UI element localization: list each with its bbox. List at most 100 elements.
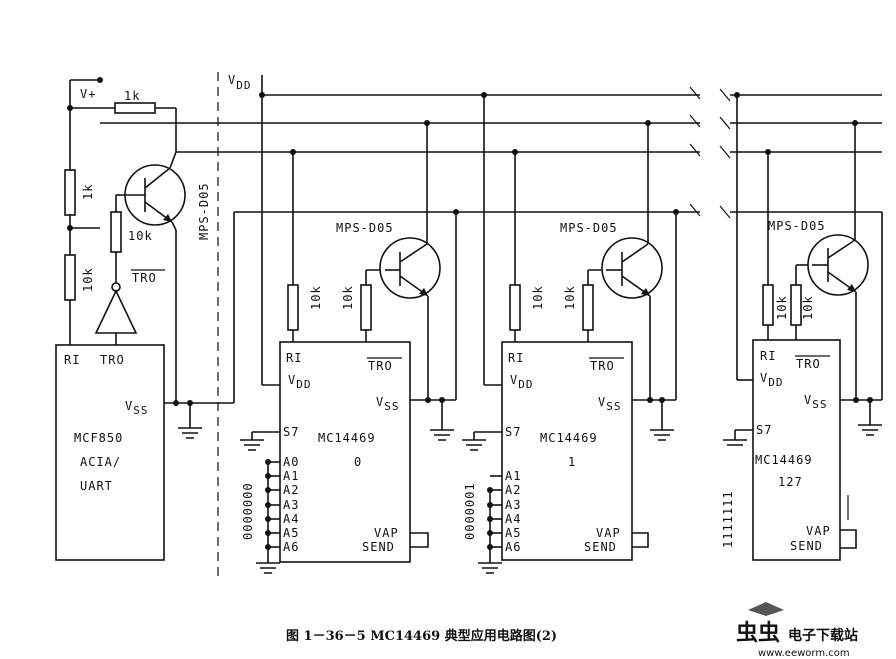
chip1-a4: A4: [505, 512, 521, 526]
r-left2-value: 10k: [81, 267, 95, 292]
resistor-base: [110, 211, 122, 253]
chip127-address-bits: 1111111: [721, 490, 735, 548]
chip0-r1: 10k: [309, 285, 323, 310]
uart-tro: TRO: [100, 353, 125, 367]
chip-127-block: [752, 339, 841, 561]
chip-1-block: [501, 341, 633, 561]
uart-block: [55, 344, 165, 561]
chip127-transistor-part: MPS-D05: [768, 219, 826, 233]
r-top-value: 1k: [124, 89, 140, 103]
chip1-vdd: VDD: [510, 373, 533, 391]
chip127-vap: VAP: [806, 524, 831, 538]
chip1-r2: 10k: [563, 285, 577, 310]
chip0-a5: A5: [283, 526, 299, 540]
chip1-send: SEND: [584, 540, 617, 554]
watermark-name: 虫虫: [736, 620, 780, 646]
chip-0-block: [279, 341, 411, 563]
r-emitter-value: 10k: [128, 229, 153, 243]
chip0-send: SEND: [362, 540, 395, 554]
chip1-s7: S7: [505, 425, 521, 439]
chip1-index: 1: [568, 455, 576, 469]
vplus-label: V+: [80, 87, 96, 101]
chip0-pullup-tro: [360, 284, 372, 331]
chip127-pullup-ri: [762, 284, 774, 326]
chip0-a2: A2: [283, 483, 299, 497]
chip1-pullup-tro: [582, 284, 594, 331]
chip1-address-bits: 0000001: [463, 482, 477, 540]
chip1-transistor-part: MPS-D05: [560, 221, 618, 235]
chip127-transistor: [807, 234, 869, 296]
chip127-index: 127: [778, 475, 803, 489]
chip127-r2: 10k: [801, 295, 815, 320]
chip127-s7: S7: [756, 423, 772, 437]
resistor-1k-top: [114, 102, 156, 114]
uart-vss: VSS: [125, 399, 148, 417]
chip-1-wiring: [462, 92, 679, 574]
uart-line2: ACIA/: [80, 455, 121, 469]
chip1-transistor: [601, 237, 663, 299]
uart-name: MCF850: [74, 431, 123, 445]
chip0-a0: A0: [283, 455, 299, 469]
uart-line3: UART: [80, 479, 113, 493]
chip0-a3: A3: [283, 498, 299, 512]
chip127-vdd: VDD: [760, 371, 783, 389]
bus-rails: [100, 86, 882, 219]
chip1-a3: A3: [505, 498, 521, 512]
chip0-tro: TRO: [368, 359, 393, 373]
chip1-name: MC14469: [540, 431, 598, 445]
chip0-address-bits: 0000000: [241, 482, 255, 540]
chip0-s7: S7: [283, 425, 299, 439]
chip0-vss: VSS: [376, 395, 399, 413]
watermark-url: www.eeworm.com: [758, 648, 850, 659]
resistor-10k-left: [64, 254, 76, 301]
chip0-a6: A6: [283, 540, 299, 554]
uart-ri: RI: [64, 353, 80, 367]
chip0-name: MC14469: [318, 431, 376, 445]
chip-0-wiring: [240, 75, 459, 574]
watermark-logo: 虫虫 电子下载站 www.eeworm.com: [736, 602, 858, 659]
ground-symbol-chip1: [650, 429, 674, 441]
chip1-a1: A1: [505, 469, 521, 483]
chip1-r1: 10k: [531, 285, 545, 310]
resistor-1k-left: [64, 169, 76, 216]
chip127-r1: 10k: [775, 295, 789, 320]
host-tro-label: TRO: [132, 271, 157, 285]
labels: V+ 1k 1k 10k 10k TRO MPS-D05 VDD RI TRO …: [64, 73, 831, 644]
chip0-pullup-ri: [287, 284, 299, 331]
watermark-tagline: 电子下载站: [788, 627, 858, 644]
chip1-ri: RI: [508, 351, 524, 365]
chip0-transistor-part: MPS-D05: [336, 221, 394, 235]
chip1-a6: A6: [505, 540, 521, 554]
inverter-symbol: [94, 289, 138, 334]
chip0-transistor: [379, 237, 441, 299]
chip1-a5: A5: [505, 526, 521, 540]
chip1-vap: VAP: [596, 526, 621, 540]
chip127-vss: VSS: [804, 393, 827, 411]
chip0-a1: A1: [283, 469, 299, 483]
chip127-send: SEND: [790, 539, 823, 553]
ground-symbol-chip0: [430, 429, 454, 441]
chip0-ri: RI: [286, 351, 302, 365]
chip1-vss: VSS: [598, 395, 621, 413]
chip127-tro: TRO: [796, 357, 821, 371]
chip0-vdd: VDD: [288, 373, 311, 391]
chip1-tro: TRO: [590, 359, 615, 373]
chip0-r2: 10k: [341, 285, 355, 310]
r-left-value: 1k: [81, 184, 95, 200]
host-transistor-part: MPS-D05: [197, 182, 211, 240]
chip127-pullup-tro: [790, 284, 802, 326]
chip0-index: 0: [354, 455, 362, 469]
chip-127-wiring: [723, 92, 883, 549]
chip1-a2: A2: [505, 483, 521, 497]
chip127-ri: RI: [760, 349, 776, 363]
chip127-name: MC14469: [755, 453, 813, 467]
chip0-vap: VAP: [374, 526, 399, 540]
ground-symbol-host: [178, 427, 202, 439]
vdd-rail-label: VDD: [228, 73, 251, 92]
host-interface: [64, 77, 235, 439]
chip1-pullup-ri: [509, 284, 521, 331]
figure-caption: 图 1－36－5 MC14469 典型应用电路图(2): [286, 628, 557, 644]
chip0-a4: A4: [283, 512, 299, 526]
